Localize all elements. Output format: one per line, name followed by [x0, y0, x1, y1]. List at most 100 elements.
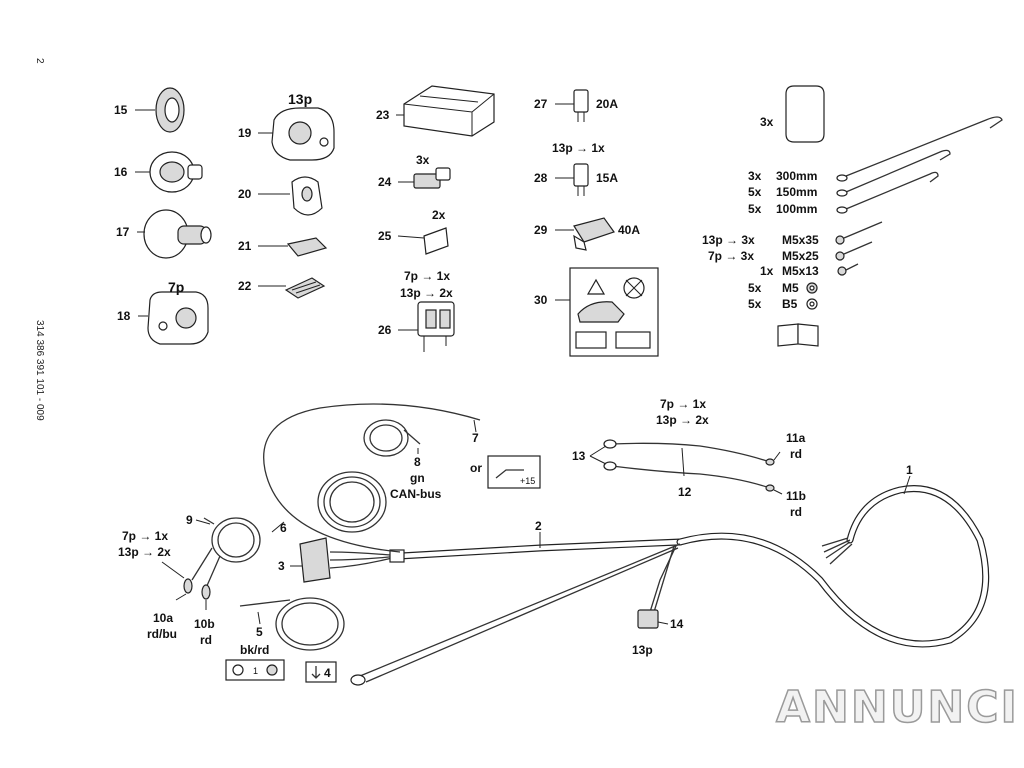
terminal-11a — [765, 458, 775, 466]
wire-5-label: 5 — [256, 625, 263, 639]
part-26-qty-13p: 13p → 2x — [400, 286, 453, 300]
part-15-gasket — [155, 87, 185, 133]
tie-100-qty: 5x — [748, 202, 762, 216]
wire-10a-label: 10a — [153, 611, 173, 625]
wire-8-coil — [363, 419, 421, 457]
part-25-qty: 2x — [432, 208, 446, 222]
screw-m5x13-size: M5x13 — [782, 264, 819, 278]
wire-9-qty-13p: 13p → 2x — [118, 545, 171, 559]
adhesive-pad — [785, 85, 825, 143]
part-17-label: 17 — [116, 225, 130, 239]
wire-12-qty-13p: 13p → 2x — [656, 413, 709, 427]
wire-7-label: 7 — [472, 431, 479, 445]
terminal-11b — [765, 484, 775, 492]
wire-10b-label: 10b — [194, 617, 215, 631]
connector-3 — [299, 537, 405, 583]
watermark-annunci: ANNUNCI — [776, 682, 1019, 733]
part-23-module-box — [403, 85, 495, 137]
wire-2-label: 2 — [535, 519, 542, 533]
part-30-label: 30 — [534, 293, 548, 307]
part-24-clip — [413, 167, 451, 189]
part-30-warning-card — [569, 267, 659, 357]
tie-300-qty: 3x — [748, 169, 762, 183]
part-27-rating: 20A — [596, 97, 618, 111]
tie-150-qty: 5x — [748, 185, 762, 199]
plus-15-label: +15 — [520, 476, 535, 486]
tie-300-size: 300mm — [776, 169, 817, 183]
wire-8-bus: CAN-bus — [390, 487, 442, 501]
washer-b5 — [806, 298, 818, 310]
wire-14-label: 14 — [670, 617, 684, 631]
part-20-label: 20 — [238, 187, 252, 201]
plus-15-box — [487, 455, 541, 489]
part-24-qty: 3x — [416, 153, 430, 167]
part-26-relay-connector — [417, 301, 455, 352]
wire-coil-center — [317, 471, 387, 533]
part-16-label: 16 — [114, 165, 128, 179]
part-19-label: 19 — [238, 126, 252, 140]
wire-9-coil — [191, 517, 261, 589]
ground-box-middle: 1 — [253, 666, 258, 676]
screw-m5x35 — [835, 221, 883, 245]
part-16-socket-mount — [149, 151, 203, 193]
wire-9-label: 9 — [186, 513, 193, 527]
wire-11b-label: 11b — [786, 489, 806, 503]
wire-12-label: 12 — [678, 485, 692, 499]
part-29-label: 29 — [534, 223, 548, 237]
wire-11a-color: rd — [790, 447, 802, 461]
screw-m5x35-qty: 13p → 3x — [702, 233, 755, 247]
wire-7-color: or — [470, 461, 482, 475]
part-29-fuse-40a — [573, 217, 615, 251]
part-21-label: 21 — [238, 239, 252, 253]
part-19-socket-13p — [271, 107, 335, 161]
manual-book-icon — [777, 323, 819, 347]
part-20-seal-plate — [291, 176, 323, 216]
wire-4-label: 4 — [324, 666, 331, 680]
screw-m5x13-qty: 1x — [760, 264, 774, 278]
part-18-socket-7p — [147, 291, 209, 345]
part-18-pins: 7p — [168, 279, 184, 295]
screw-m5x25-qty: 7p → 3x — [708, 249, 754, 263]
part-15-label: 15 — [114, 103, 128, 117]
connector-14 — [637, 609, 659, 629]
part-25-label: 25 — [378, 229, 392, 243]
tie-100-size: 100mm — [776, 202, 817, 216]
part-26-label: 26 — [378, 323, 392, 337]
screw-m5x13 — [837, 263, 859, 276]
wire-13-label: 13 — [572, 449, 586, 463]
screw-m5x25-size: M5x25 — [782, 249, 819, 263]
wire-11b-color: rd — [790, 505, 802, 519]
washer-b5-qty: 5x — [748, 297, 762, 311]
wire-1-stripped-ends — [821, 537, 853, 565]
screw-m5x25 — [835, 241, 873, 261]
part-19-pins: 13p — [288, 91, 312, 107]
wire-13-ring-terminals — [603, 439, 617, 471]
terminal-10a — [183, 578, 193, 594]
wire-5-coil — [239, 597, 345, 651]
wire-12-qty-7p: 7p → 1x — [660, 397, 706, 411]
ground-label-box — [225, 659, 285, 681]
screw-m5x35-size: M5x35 — [782, 233, 819, 247]
part-28-fuse-15a — [573, 163, 589, 196]
wire-1-label: 1 — [906, 463, 913, 477]
page-number: 2 — [34, 58, 45, 64]
cable-tie-300mm — [836, 116, 1003, 182]
wire-6-label: 6 — [280, 521, 287, 535]
nut-m5-size: M5 — [782, 281, 799, 295]
cable-tie-150mm — [836, 149, 951, 197]
part-27-fuse-20a — [573, 89, 589, 122]
washer-b5-size: B5 — [782, 297, 798, 311]
part-28-qty: 13p → 1x — [552, 141, 605, 155]
part-22-pad — [284, 277, 326, 299]
terminal-10b — [201, 584, 211, 600]
wire-10b-color: rd — [200, 633, 212, 647]
wire-11a-label: 11a — [786, 431, 806, 445]
part-28-rating: 15A — [596, 171, 618, 185]
part-21-pad — [286, 237, 328, 257]
nut-m5 — [806, 282, 818, 294]
document-code: 314 386 391 101 - 009 — [34, 320, 45, 421]
part-22-label: 22 — [238, 279, 252, 293]
adhesive-pad-qty: 3x — [760, 115, 774, 129]
wire-3-label: 3 — [278, 559, 285, 573]
